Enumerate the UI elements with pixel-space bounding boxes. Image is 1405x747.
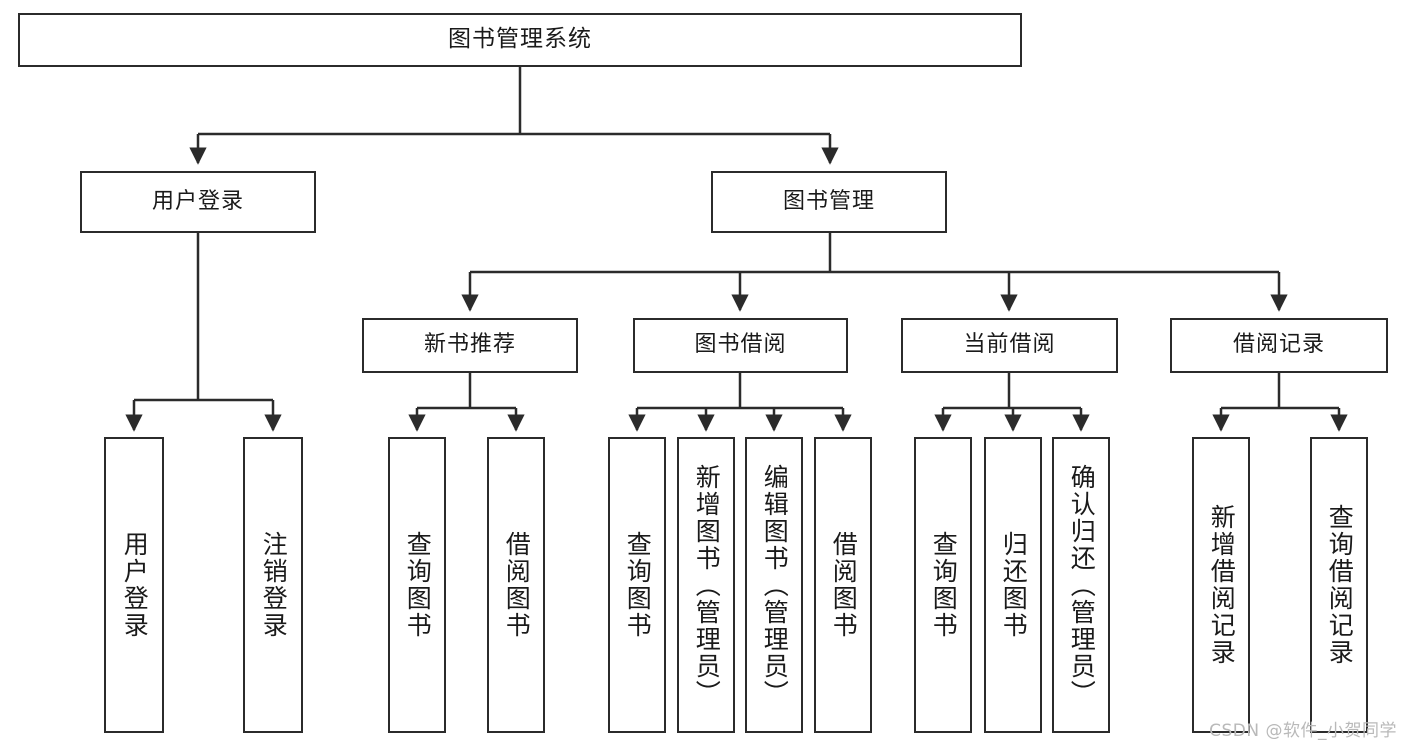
- node-borrow-records-label: 借阅记录: [1232, 332, 1325, 358]
- leaf-user-logout-label: 注销登录: [259, 531, 289, 639]
- leaf-records-query-record-label: 查询借阅记录: [1325, 504, 1355, 666]
- node-book-management[interactable]: 图书管理: [711, 171, 947, 233]
- leaf-newbook-query-books-label: 查询图书: [403, 531, 433, 639]
- node-user-login-label: 用户登录: [151, 188, 244, 214]
- node-book-borrow[interactable]: 图书借阅: [633, 318, 848, 373]
- leaf-records-add-record[interactable]: 新增借阅记录: [1192, 437, 1250, 733]
- leaf-newbook-borrow-books-label: 借阅图书: [502, 531, 532, 639]
- node-root[interactable]: 图书管理系统: [18, 13, 1022, 67]
- leaf-borrow-query-books-label: 查询图书: [623, 531, 653, 639]
- node-current-borrow-label: 当前借阅: [963, 332, 1056, 358]
- leaf-newbook-borrow-books[interactable]: 借阅图书: [487, 437, 545, 733]
- node-book-borrow-label: 图书借阅: [694, 332, 787, 358]
- leaf-borrow-lend-books-label: 借阅图书: [829, 531, 859, 639]
- node-root-label: 图书管理系统: [448, 26, 592, 53]
- leaf-borrow-add-book-admin[interactable]: 新增图书（管理员）: [677, 437, 735, 733]
- leaf-current-return-books-label: 归还图书: [999, 531, 1029, 639]
- leaf-user-logout[interactable]: 注销登录: [243, 437, 303, 733]
- node-user-login[interactable]: 用户登录: [80, 171, 316, 233]
- leaf-borrow-lend-books[interactable]: 借阅图书: [814, 437, 872, 733]
- node-new-book-recommend[interactable]: 新书推荐: [362, 318, 578, 373]
- leaf-records-add-record-label: 新增借阅记录: [1207, 504, 1237, 666]
- leaf-user-login[interactable]: 用户登录: [104, 437, 164, 733]
- leaf-borrow-edit-book-admin[interactable]: 编辑图书（管理员）: [745, 437, 803, 733]
- leaf-user-login-label: 用户登录: [120, 531, 150, 639]
- leaf-current-confirm-return-admin[interactable]: 确认归还（管理员）: [1052, 437, 1110, 733]
- leaf-borrow-edit-book-admin-label: 编辑图书（管理员）: [760, 463, 790, 707]
- leaf-borrow-query-books[interactable]: 查询图书: [608, 437, 666, 733]
- leaf-current-query-books-label: 查询图书: [929, 531, 959, 639]
- node-borrow-records[interactable]: 借阅记录: [1170, 318, 1388, 373]
- node-new-book-recommend-label: 新书推荐: [423, 332, 516, 358]
- leaf-borrow-add-book-admin-label: 新增图书（管理员）: [692, 463, 722, 707]
- leaf-newbook-query-books[interactable]: 查询图书: [388, 437, 446, 733]
- node-book-management-label: 图书管理: [782, 188, 875, 214]
- node-current-borrow[interactable]: 当前借阅: [901, 318, 1118, 373]
- leaf-current-query-books[interactable]: 查询图书: [914, 437, 972, 733]
- leaf-records-query-record[interactable]: 查询借阅记录: [1310, 437, 1368, 733]
- leaf-current-return-books[interactable]: 归还图书: [984, 437, 1042, 733]
- leaf-current-confirm-return-admin-label: 确认归还（管理员）: [1067, 463, 1097, 707]
